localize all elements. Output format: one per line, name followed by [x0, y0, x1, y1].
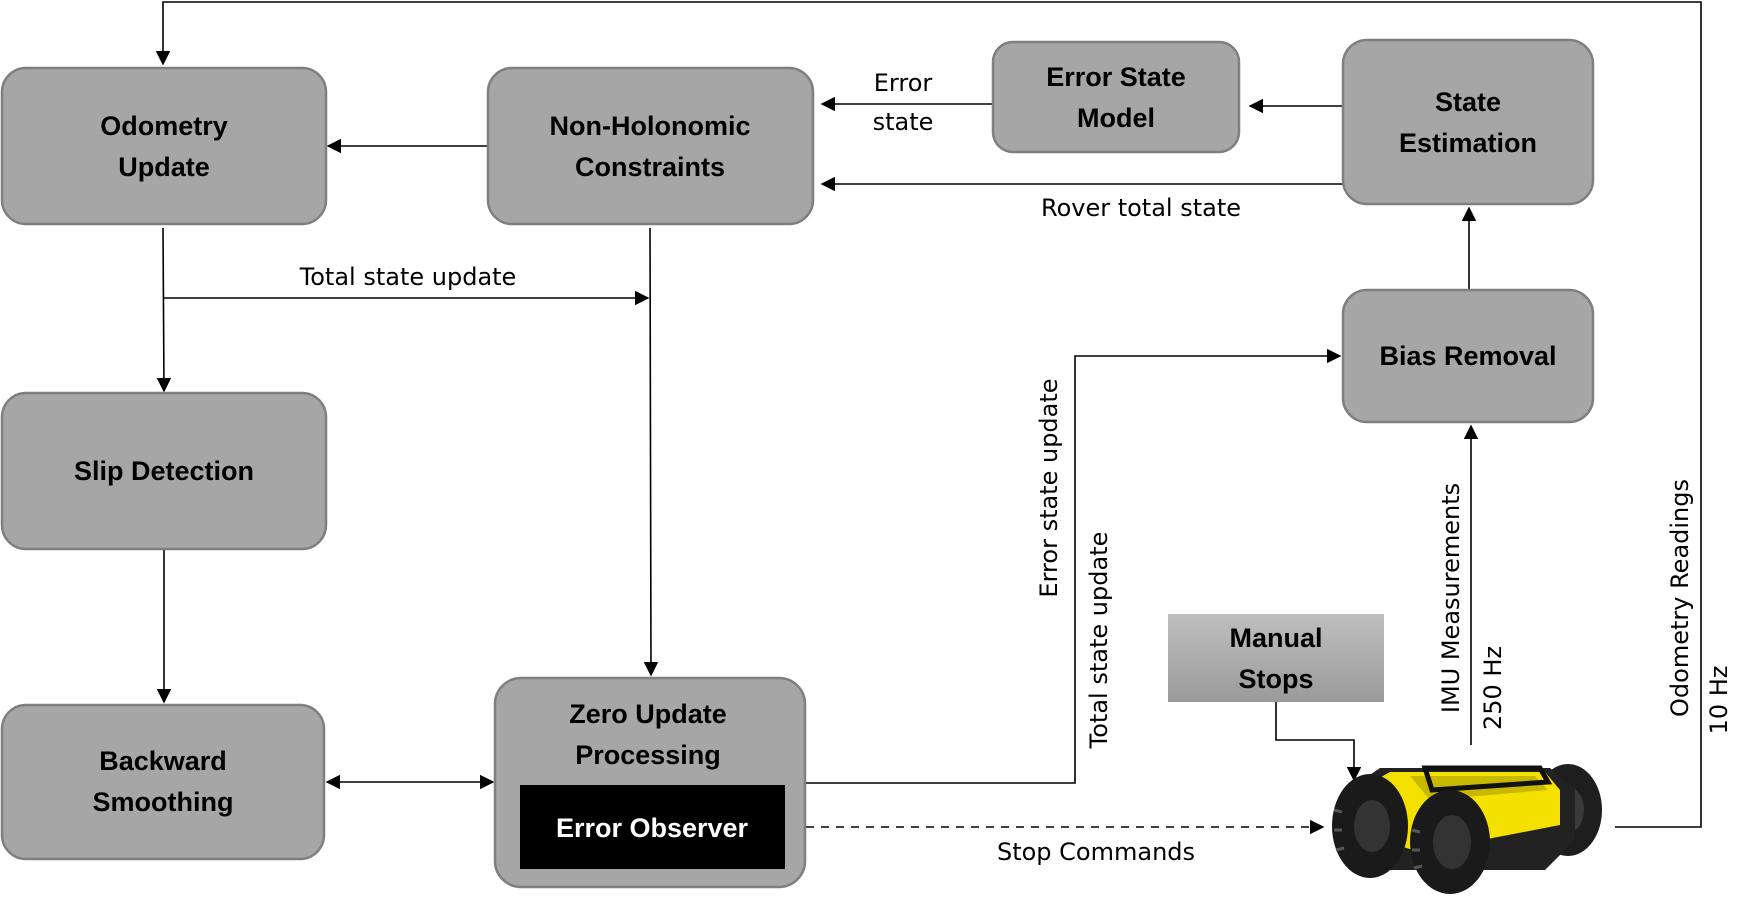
node-odometry-update[interactable]: Odometry Update — [0, 66, 328, 226]
backward-smoothing-label-2: Smoothing — [93, 787, 234, 817]
state-estimation-label-1: State — [1435, 87, 1501, 117]
stop-commands-label: Stop Commands — [997, 838, 1195, 866]
error-state-model-label-1: Error State — [1046, 62, 1186, 92]
error-state-label-line2: state — [873, 108, 934, 136]
backward-smoothing-label-1: Backward — [99, 746, 227, 776]
node-backward-smoothing[interactable]: Backward Smoothing — [0, 703, 326, 861]
imu-rate-label: 250 Hz — [1479, 646, 1507, 730]
edge-manual-to-rover — [1275, 702, 1362, 782]
edges — [155, 1, 1702, 835]
error-state-update-label: Error state update — [1035, 378, 1063, 597]
imu-measurements-label: IMU Measurements — [1437, 483, 1465, 713]
node-manual-stops[interactable]: Manual Stops — [1168, 614, 1384, 702]
total-state-update-label: Total state update — [299, 263, 517, 291]
odometry-update-label-1: Odometry — [100, 111, 228, 141]
odometry-readings-label: Odometry Readings — [1666, 479, 1694, 717]
edge-nhc-to-zero — [643, 227, 659, 677]
node-state-estimation[interactable]: State Estimation — [1341, 38, 1595, 206]
node-zero-update-processing[interactable]: Zero Update Processing Error Observer — [493, 676, 807, 889]
edge-zero-to-bias — [806, 348, 1342, 784]
edge-odometry-readings-loop — [155, 1, 1702, 828]
edge-odometry-to-slip — [156, 227, 172, 393]
odometry-update-label-2: Update — [118, 152, 210, 182]
error-observer-label: Error Observer — [556, 813, 749, 843]
error-state-model-label-2: Model — [1077, 103, 1155, 133]
total-state-update-vertical-label: Total state update — [1085, 532, 1113, 750]
node-non-holonomic-constraints[interactable]: Non-Holonomic Constraints — [486, 66, 815, 226]
non-holonomic-label-1: Non-Holonomic — [550, 111, 751, 141]
rover-total-state-label: Rover total state — [1041, 194, 1241, 222]
node-bias-removal[interactable]: Bias Removal — [1341, 288, 1595, 424]
manual-stops-label-2: Stops — [1238, 664, 1313, 694]
node-error-state-model[interactable]: Error State Model — [991, 40, 1241, 154]
edge-labels: Error state Rover total state Total stat… — [299, 69, 1733, 866]
error-state-label-line1: Error — [874, 69, 933, 97]
state-estimation-label-2: Estimation — [1399, 128, 1537, 158]
zero-update-label-1: Zero Update — [569, 699, 727, 729]
non-holonomic-label-2: Constraints — [575, 152, 725, 182]
rover-robot-icon — [1332, 764, 1602, 894]
slip-detection-label: Slip Detection — [74, 456, 254, 486]
node-error-observer[interactable]: Error Observer — [520, 785, 785, 869]
odometry-rate-label: 10 Hz — [1705, 666, 1733, 735]
zero-update-label-2: Processing — [575, 740, 721, 770]
node-slip-detection[interactable]: Slip Detection — [0, 391, 328, 551]
manual-stops-label-1: Manual — [1229, 623, 1322, 653]
bias-removal-label: Bias Removal — [1379, 341, 1556, 371]
